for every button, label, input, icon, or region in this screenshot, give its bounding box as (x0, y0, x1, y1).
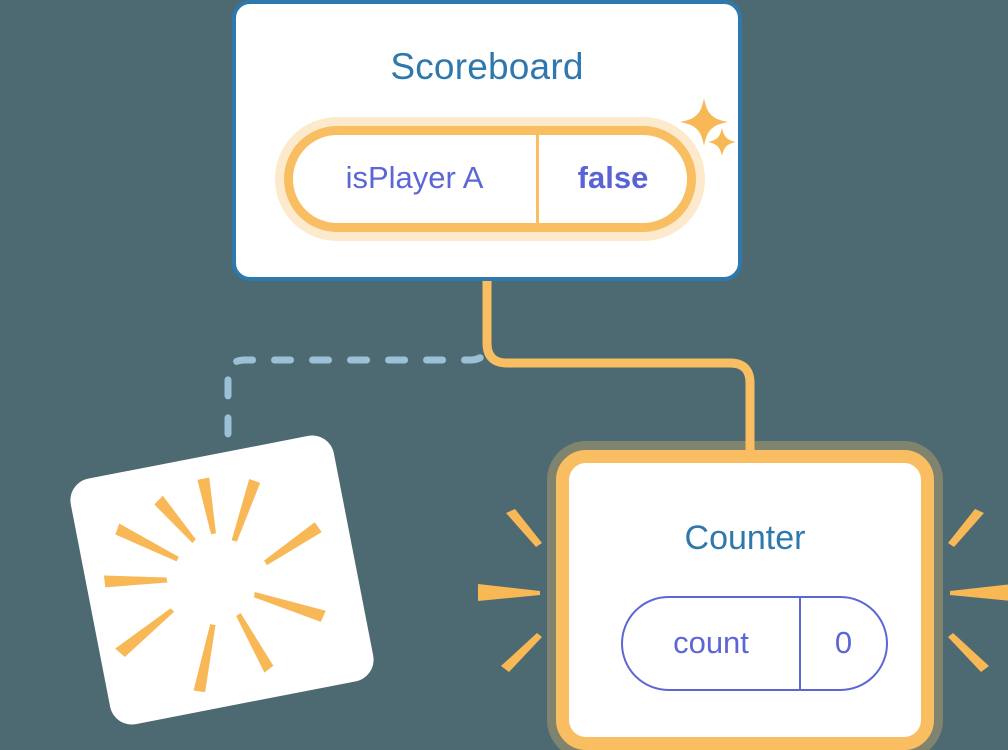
scoreboard-card[interactable]: Scoreboard isPlayer A false (232, 0, 742, 281)
pill-divider (799, 598, 801, 689)
sparkle-small-icon (708, 128, 736, 156)
connector-scoreboard-to-burst-card (224, 280, 491, 474)
burst-ray (253, 591, 326, 622)
connector-scoreboard-to-counter (482, 278, 755, 470)
burst-ray (236, 613, 274, 673)
burst-rays-group (103, 477, 326, 693)
burst-ray (103, 575, 168, 588)
sparkle-large-icon (680, 98, 728, 146)
pill-divider (536, 135, 539, 223)
burst-ray (197, 477, 216, 535)
burst-ray (193, 624, 216, 693)
scoreboard-state-pill[interactable]: isPlayer A false (284, 126, 696, 232)
burst-ray (264, 522, 322, 566)
counter-card[interactable]: Counter count 0 (556, 450, 934, 750)
counter-card-title: Counter (684, 519, 806, 557)
burst-ray (154, 495, 196, 543)
scoreboard-card-title: Scoreboard (390, 46, 584, 87)
scoreboard-state-key: isPlayer A (345, 160, 484, 195)
counter-state-value: 0 (834, 624, 853, 660)
scoreboard-state-value: false (577, 160, 649, 195)
burst-ray (231, 478, 261, 542)
burst-ray (115, 523, 179, 562)
counter-state-pill[interactable]: count 0 (621, 596, 888, 691)
burst-ray (115, 608, 175, 657)
burst-card[interactable] (66, 431, 378, 729)
counter-state-key: count (673, 624, 749, 660)
